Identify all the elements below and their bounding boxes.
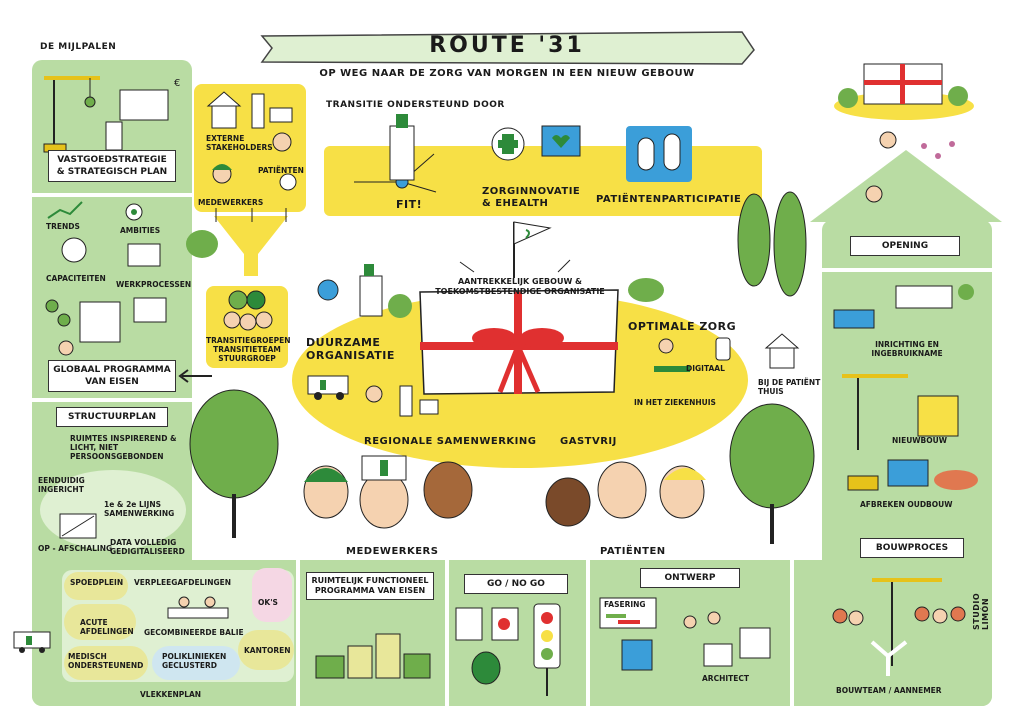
people-figures [303,455,706,529]
capaciteiten-label: CAPACITEITEN [46,274,106,283]
regional-icons [365,385,439,417]
medisch-label: MEDISCH ONDERSTEUNEND [68,652,144,670]
nieuwbouw-label: NIEUWBOUW [892,436,948,445]
gift-label: AANTREKKELIJK GEBOUW & TOEKOMSTBESTENDIG… [435,277,605,296]
zorginnovatie-label: ZORGINNOVATIE & eHEALTH [482,186,581,209]
digitaal-label: DIGITAAL [686,364,725,373]
bottom-divider-4 [790,560,794,706]
balie-label: GECOMBINEERDE BALIE [144,628,244,637]
fasering-label: FASERING [604,600,646,609]
flag-icon [459,221,571,278]
architect-label: ARCHITECT [702,674,750,683]
milestones-title: DE MIJLPALEN [40,42,117,52]
right-divider-1 [822,268,992,272]
inrichting-icons [833,284,974,329]
duurzame-label: DUURZAME ORGANISATIE [306,336,395,362]
structuurplan-label: STRUCTUURPLAN [56,407,168,427]
trends-label: TRENDS [46,222,80,231]
ambities-label: AMBITIES [120,226,161,235]
traffic-light-icon [455,603,561,696]
page-subtitle: OP WEG NAAR DE ZORG VAN MORGEN IN EEN NI… [319,68,695,79]
global-pve-label: GLOBAAL PROGRAMMA VAN EISEN [48,360,176,392]
bouwteam-label: BOUWTEAM / AANNEMER [836,686,942,695]
ambulance-bottom-icon [13,631,51,653]
fit-label: FIT! [396,198,423,211]
eenduidig-label: EENDUIDIG INGERICHT [38,476,85,494]
acute-label: ACUTE AFDELINGEN [80,618,134,636]
stakeholder-figures [206,91,297,191]
ruimtes-label: RUIMTES INSPIREREND & LICHT, NIET PERSOO… [70,434,177,461]
opening-label: OPENING [850,236,960,256]
funnel-icon [214,208,288,276]
svg-text:€: € [174,78,180,89]
groepen-people [223,290,273,331]
groepen-label: TRANSITIEGROEPEN TRANSITIETEAM STUURGROE… [206,336,291,363]
trends-icons [45,201,167,356]
poli-label: POLIKLINIEKEN GECLUSTERD [162,652,227,670]
blob-oks [252,568,292,622]
blob-spoed [64,572,128,600]
ruimtelijk-label: RUIMTELIJK FUNCTIONEEL PROGRAMMA VAN EIS… [306,572,434,600]
oks-label: OK'S [258,598,278,607]
gastvrij-label: GASTVRIJ [560,436,617,447]
bottom-divider-2 [445,560,449,706]
opening-gift-icon [834,63,974,203]
nieuwbouw-icons [842,374,959,450]
ziekenhuis-label: IN HET ZIEKENHUIS [634,398,716,407]
left-divider-1 [32,193,192,197]
patienten-label: PATIËNTEN [258,166,304,175]
optimale-label: OPTIMALE ZORG [628,320,737,333]
werkprocessen-label: WERKPROCESSEN [116,280,192,289]
regionale-label: REGIONALE SAMENWERKING [364,436,537,447]
lijns-label: 1e & 2e LIJNS SAMENWERKING [104,500,175,518]
left-divider-2 [32,398,192,402]
transitie-icons [354,114,692,193]
data-label: DATA VOLLEDIG GEDIGITALISEERD [110,538,185,556]
blob-kantoren [238,630,294,670]
gonogo-label: GO / NO GO [464,574,568,594]
vastgoed-label: VASTGOEDSTRATEGIE & STRATEGISCH PLAN [48,150,176,182]
bouwteam-icons [832,578,966,676]
verpleeg-label: VERPLEEGAFDELINGEN [134,578,232,587]
scale-icon [59,513,97,539]
medewerkers-bottom-label: MEDEWERKERS [346,546,439,557]
thuis-label: BIJ DE PATIËNT THUIS [758,378,821,396]
inrichting-label: INRICHTING EN INGEBRUIKNAME [871,340,943,358]
signature: STUDIO LIMÓN [972,592,990,630]
bottom-divider-3 [586,560,590,706]
bottom-divider-1 [296,560,300,706]
gift-building-icon [419,289,619,395]
blocks-icon [315,633,431,679]
balie-icon [167,596,229,619]
blob-medisch [64,646,148,680]
afbreken-label: AFBREKEN OUDBOUW [860,500,953,509]
blob-poli [152,646,240,680]
kantoren-label: KANTOREN [244,646,291,655]
bouwproces-label: BOUWPROCES [860,538,964,558]
opschaling-label: OP - AFSCHALING [38,544,113,553]
participatie-label: PATIËNTENPARTICIPATIE [596,194,742,205]
spoedplein-label: SPOEDPLEIN [70,578,124,587]
arrow-left-icon [178,369,212,383]
construction-crane-icon: € [43,76,180,153]
ontwerp-label: ONTWERP [640,568,740,588]
ambulance-icon [307,375,349,400]
home-icon [764,333,800,369]
afbreken-icons [847,459,978,491]
transitie-heading: TRANSITIE ONDERSTEUND DOOR [326,100,505,110]
page-title: ROUTE '31 [429,33,585,58]
medewerkers-label: MEDEWERKERS [198,198,264,207]
blob-acute [64,604,136,640]
title-banner [260,31,755,65]
patienten-bottom-label: PATIËNTEN [600,546,666,557]
sustainable-icons [317,264,412,318]
optimale-icons [654,337,731,372]
ontwerp-icons [599,597,771,671]
externe-label: EXTERNE STAKEHOLDERS [206,134,273,152]
vlekkenplan-label: VLEKKENPLAN [140,690,202,699]
